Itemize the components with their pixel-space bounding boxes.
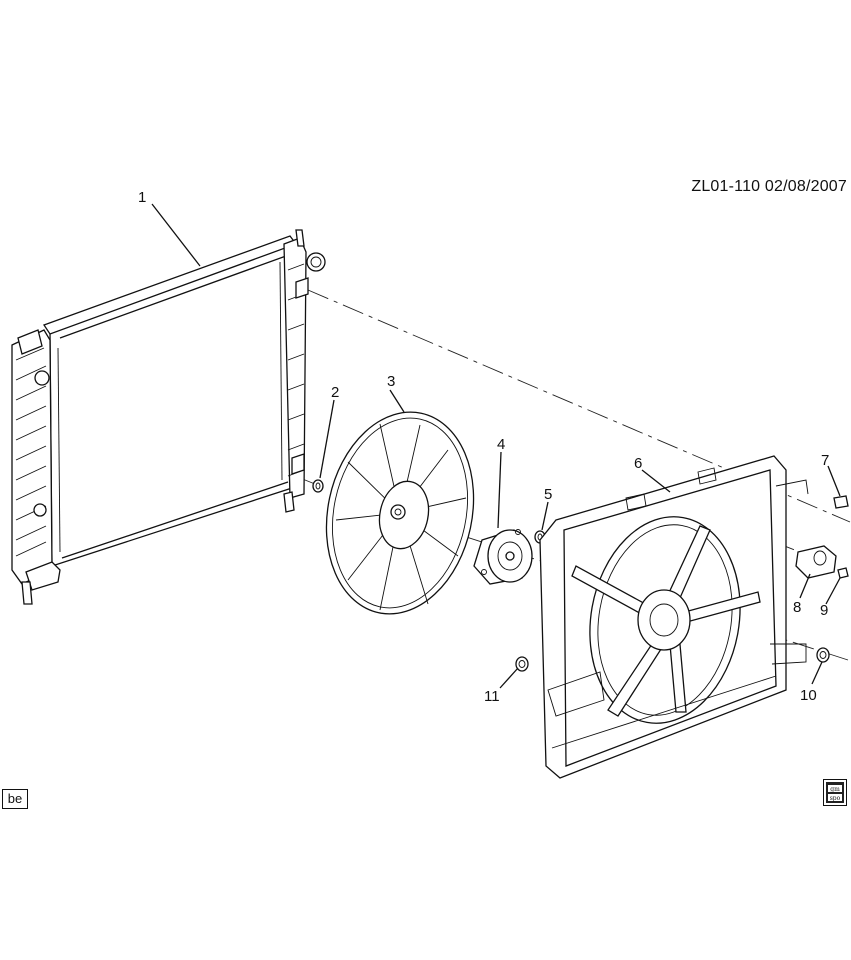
fan-blade-part: [325, 411, 475, 615]
callout-4: 4: [497, 436, 505, 453]
gm-spo-logo-icon: gm spo: [823, 779, 847, 806]
alignment-line-radiator-shroud: [307, 289, 851, 523]
callout-11: 11: [484, 688, 500, 705]
footer-tag: be: [2, 789, 28, 809]
resistor-part-8: [795, 545, 837, 579]
callout-8: 8: [793, 599, 801, 616]
screw-part-9: [837, 567, 849, 579]
svg-text:spo: spo: [830, 795, 841, 802]
reference-code: ZL01-110: [691, 178, 761, 195]
fan-shroud-part: [539, 455, 809, 779]
grommet-part-10: [816, 647, 830, 663]
callout-6: 6: [634, 455, 642, 472]
fan-motor-part: [473, 529, 533, 585]
callout-5: 5: [544, 486, 552, 503]
callout-7: 7: [821, 452, 829, 469]
nut-part-2: [312, 479, 324, 493]
reference-date: 02/08/2007: [764, 178, 847, 195]
diagram-reference: ZL01-110 02/08/2007: [691, 178, 847, 196]
svg-text:gm: gm: [830, 786, 840, 793]
bolt-part-7: [833, 495, 849, 509]
callout-3: 3: [387, 373, 395, 390]
callout-9: 9: [820, 602, 828, 619]
callout-10: 10: [800, 687, 817, 704]
callout-2: 2: [331, 384, 339, 401]
radiator-part: [11, 229, 326, 605]
leader-lines: [151, 203, 841, 689]
callout-1: 1: [138, 189, 146, 206]
grommet-part-11: [515, 656, 529, 672]
